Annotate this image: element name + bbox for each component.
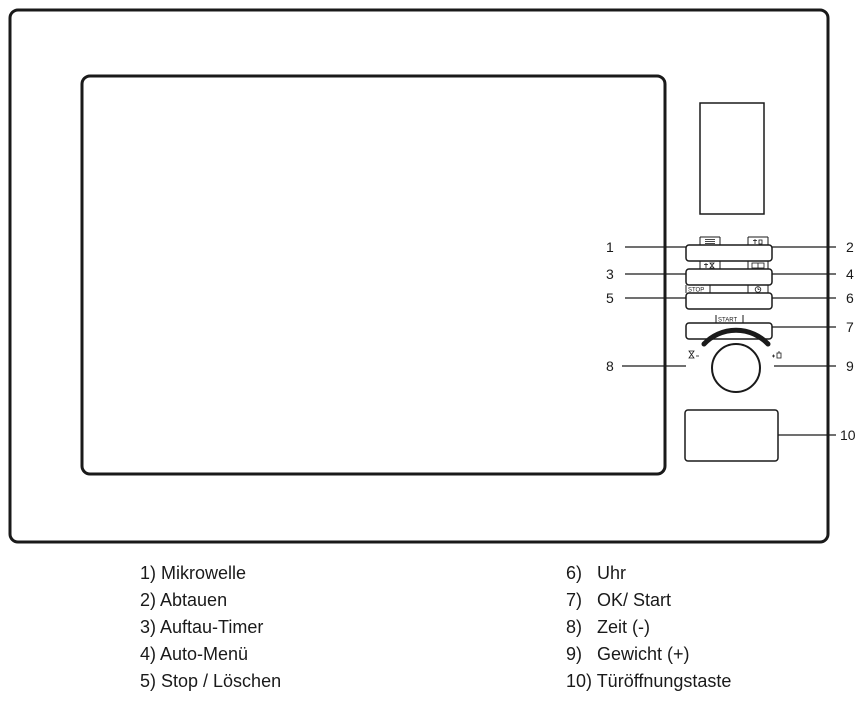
outer-frame [8, 8, 830, 544]
legend-item-3: 3) Auftau-Timer [140, 617, 264, 637]
callout-2: 2 [846, 239, 854, 255]
timer-automenu-button[interactable] [685, 268, 773, 286]
button-row-3-tabs [685, 285, 769, 293]
legend-item-7: 7) OK/ Start [566, 590, 672, 610]
callout-7: 7 [846, 319, 854, 335]
callout-1: 1 [606, 239, 614, 255]
microwave-icon [705, 239, 715, 244]
weight-icon [772, 351, 782, 359]
rotary-knob[interactable] [711, 343, 761, 393]
clock-icon [754, 286, 762, 293]
callout-5: 5 [606, 290, 614, 306]
microwave-defrost-button[interactable] [685, 244, 773, 262]
legend-item-9: 9) Gewicht (+) [566, 644, 690, 664]
button-row-2-tabs [699, 261, 769, 269]
callout-10: 10 [840, 427, 856, 443]
knob-arc [701, 327, 771, 347]
callout-4: 4 [846, 266, 854, 282]
button-row-1-tabs [699, 236, 769, 245]
door-window [80, 74, 667, 476]
defrost-weight-icon [753, 239, 763, 245]
hourglass-icon [688, 350, 699, 359]
callout-8: 8 [606, 358, 614, 374]
legend-item-1: 1) Mikrowelle [140, 563, 247, 583]
callout-6: 6 [846, 290, 854, 306]
auto-menu-icon [751, 262, 765, 269]
callout-9: 9 [846, 358, 854, 374]
stop-clock-button[interactable] [685, 292, 773, 310]
legend-item-10: 10) Türöffnungstaste [566, 671, 732, 691]
display-panel [699, 102, 765, 215]
legend-item-2: 2) Abtauen [140, 590, 228, 610]
leader-lines [622, 246, 836, 436]
legend-item-4: 4) Auto-Menü [140, 644, 249, 664]
door-release-button[interactable] [684, 409, 779, 462]
legend-item-8: 8) Zeit (-) [566, 617, 650, 637]
button-row-4-tabs [715, 315, 744, 323]
legend-left: 1) Mikrowelle 2) Abtauen 3) Auftau-Timer… [140, 560, 281, 695]
callout-3: 3 [606, 266, 614, 282]
stop-label: STOP [688, 288, 704, 294]
start-label: START [718, 318, 737, 324]
microwave-front-diagram: STOP START 1 2 3 4 5 6 7 8 9 10 [8, 8, 856, 544]
legend-item-6: 6) Uhr [566, 563, 627, 583]
defrost-timer-icon [704, 262, 715, 269]
legend-right: 6) Uhr 7) OK/ Start 8) Zeit (-) 9) Gewic… [566, 560, 731, 695]
start-button[interactable] [685, 322, 773, 340]
legend-item-5: 5) Stop / Löschen [140, 671, 282, 691]
